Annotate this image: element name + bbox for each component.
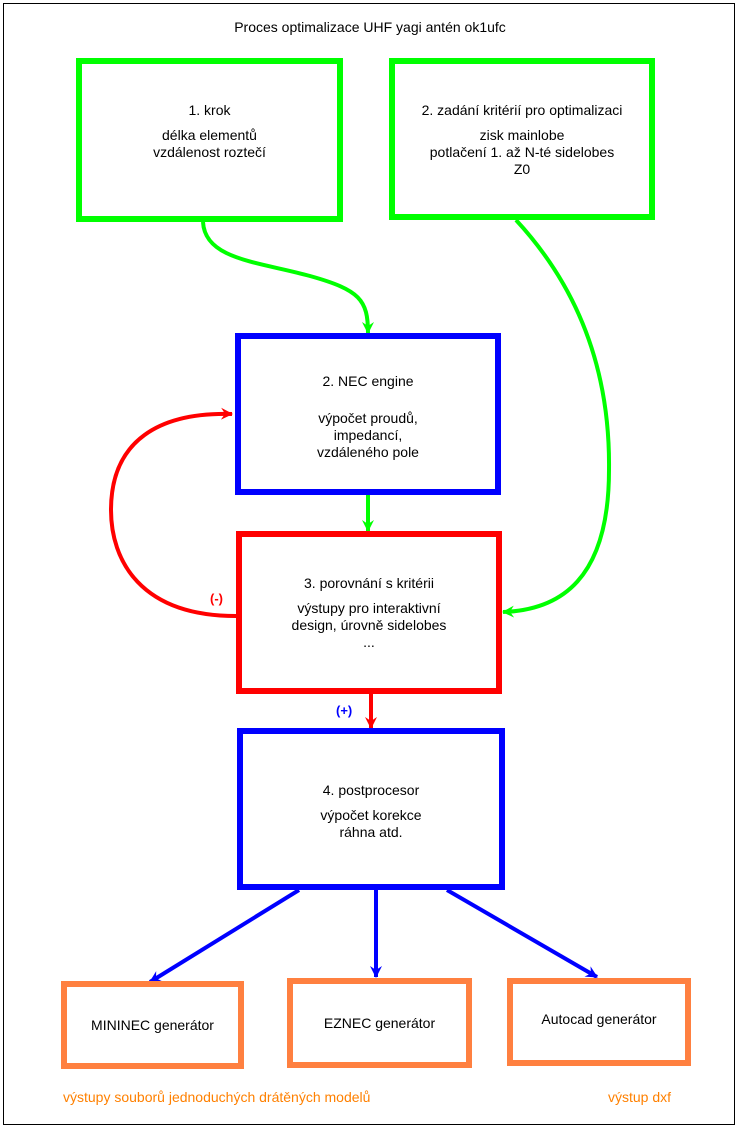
criteria-line: Z0 bbox=[513, 161, 531, 177]
models-output-note: výstupy souborů jednoduchých drátěných m… bbox=[63, 1089, 371, 1105]
compare-line: výstupy pro interaktivní bbox=[297, 600, 441, 616]
negative-edge-label: (-) bbox=[210, 591, 223, 606]
criteria-line: potlačení 1. až N-té sidelobes bbox=[429, 144, 615, 160]
mininec-generator-box[interactable]: MININEC generátor bbox=[61, 981, 244, 1069]
diagram-title: Proces optimalizace UHF yagi antén ok1uf… bbox=[234, 19, 506, 35]
eznec-generator-box[interactable]: EZNEC generátor bbox=[287, 978, 472, 1068]
autocad-label: Autocad generátor bbox=[541, 1010, 657, 1027]
criteria-line: zisk mainlobe bbox=[479, 127, 565, 143]
step1-heading: 1. krok bbox=[188, 102, 231, 118]
criteria-heading: 2. zadání kritérií pro optimalizaci bbox=[421, 102, 623, 118]
post-line: ráhna atd. bbox=[339, 824, 403, 840]
step1-line: délka elementů bbox=[162, 127, 257, 143]
mininec-label: MININEC generátor bbox=[91, 1016, 214, 1033]
nec-heading: 2. NEC engine bbox=[322, 373, 414, 389]
arrow-post-to-autocad bbox=[445, 888, 599, 979]
nec-line: vzdáleného pole bbox=[317, 444, 419, 460]
step1-line: vzdálenost roztečí bbox=[153, 144, 266, 160]
arrow-step1-to-nec bbox=[201, 221, 374, 334]
eznec-label: EZNEC generátor bbox=[323, 1014, 436, 1031]
nec-line: impedancí, bbox=[333, 427, 403, 443]
criteria-box[interactable]: 2. zadání kritérií pro optimalizaci zisk… bbox=[389, 58, 655, 220]
post-heading: 4. postprocesor bbox=[322, 782, 420, 798]
positive-edge-label: (+) bbox=[336, 703, 353, 718]
nec-engine-box[interactable]: 2. NEC engine výpočet proudů, impedancí,… bbox=[235, 333, 501, 495]
arrow-post-to-mininec bbox=[148, 888, 301, 984]
compare-box[interactable]: 3. porovnání s kritérii výstupy pro inte… bbox=[236, 531, 502, 694]
compare-line: design, úrovně sidelobes bbox=[291, 617, 447, 633]
post-line: výpočet korekce bbox=[320, 807, 422, 823]
dxf-output-note: výstup dxf bbox=[608, 1089, 672, 1105]
autocad-generator-box[interactable]: Autocad generátor bbox=[507, 978, 691, 1066]
step1-box[interactable]: 1. krok délka elementů vzdálenost rozteč… bbox=[76, 58, 343, 222]
compare-heading: 3. porovnání s kritérii bbox=[304, 575, 434, 591]
compare-line: ... bbox=[363, 634, 375, 650]
postprocessor-box[interactable]: 4. postprocesor výpočet korekce ráhna at… bbox=[237, 728, 505, 890]
arrow-compare-to-nec-loop bbox=[108, 407, 237, 618]
diagram-frame bbox=[3, 3, 735, 1125]
arrow-criteria-to-compare bbox=[502, 218, 612, 618]
nec-line: výpočet proudů, bbox=[318, 410, 418, 426]
